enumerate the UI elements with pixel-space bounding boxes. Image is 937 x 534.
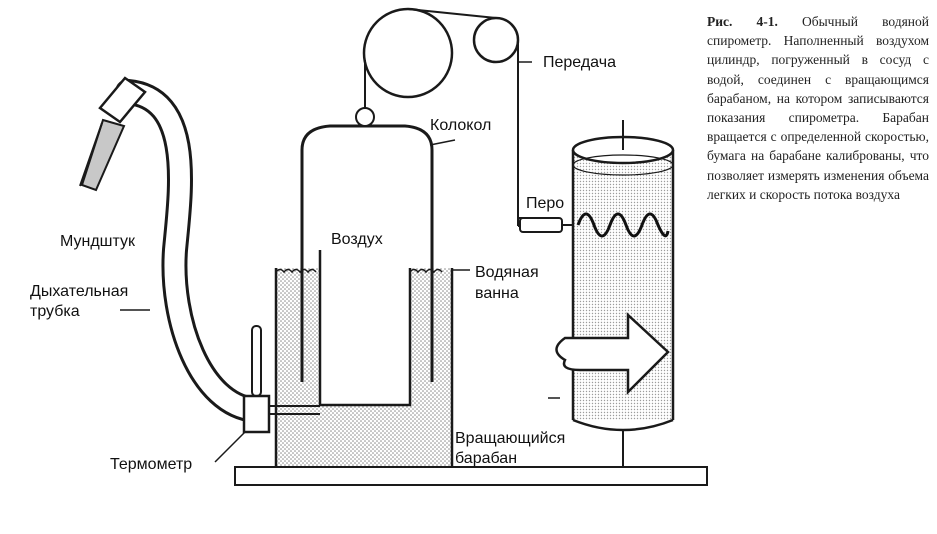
recorded-trace bbox=[576, 212, 670, 238]
rotating-drum-label-line1: Вращающийся bbox=[455, 430, 565, 447]
transmission-label: Передача bbox=[543, 54, 616, 71]
water-bath bbox=[274, 250, 454, 467]
caption-text: Обычный водяной спирометр. Наполненный в… bbox=[707, 14, 930, 202]
thermometer-label: Термометр bbox=[110, 456, 192, 473]
figure-caption: Рис. 4-1. Обычный водяной спирометр. Нап… bbox=[707, 12, 929, 204]
rotating-drum-label-line2: барабан bbox=[455, 450, 517, 467]
mouthpiece bbox=[79, 76, 147, 192]
water-bath-label-line1: Водяная bbox=[475, 264, 539, 281]
figure-number: Рис. 4-1. bbox=[707, 14, 778, 29]
thermometer bbox=[242, 325, 271, 434]
pen-label: Перо bbox=[526, 195, 564, 212]
leader-lines bbox=[120, 61, 560, 463]
bell-label: Колокол bbox=[430, 117, 491, 134]
rotation-arrow-icon bbox=[555, 312, 670, 396]
breathing-tube-label-line1: Дыхательная bbox=[30, 283, 128, 300]
pen bbox=[518, 217, 578, 233]
mouthpiece-label: Мундштук bbox=[60, 233, 136, 250]
rotating-drum bbox=[571, 120, 675, 468]
water-bath-label-line2: ванна bbox=[475, 285, 519, 302]
breathing-tube-label-line2: трубка bbox=[30, 303, 80, 320]
air-label: Воздух bbox=[331, 231, 383, 248]
pulley-transmission bbox=[362, 7, 528, 226]
base-platform bbox=[234, 466, 708, 486]
